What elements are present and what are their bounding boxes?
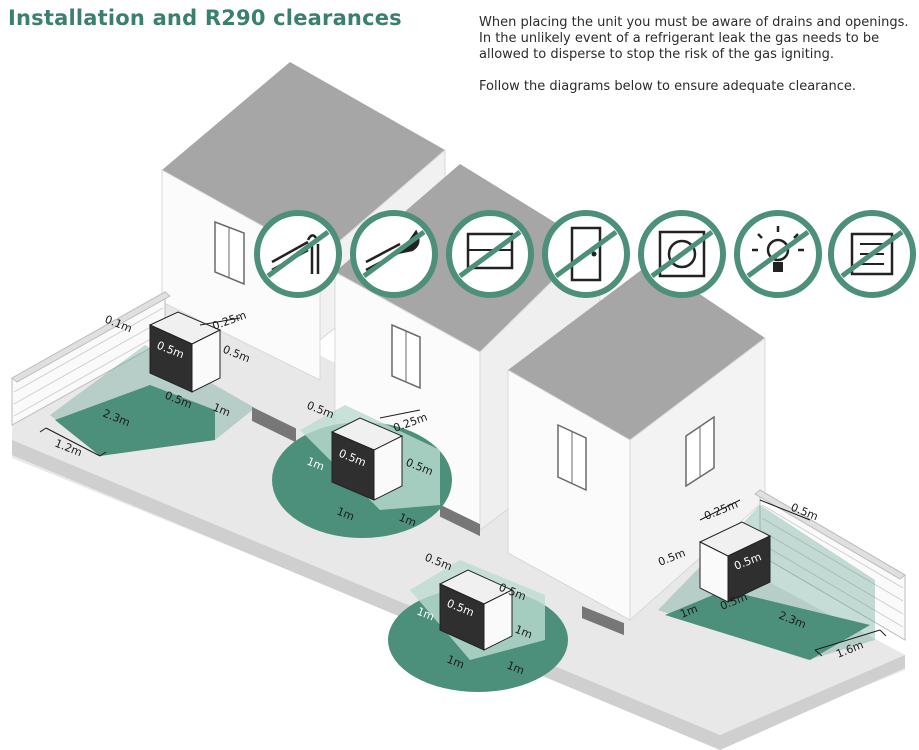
house-front (507, 262, 766, 622)
dimension-label: 1m (211, 401, 232, 420)
intro-paragraph-leak: In the unlikely event of a refrigerant l… (479, 31, 880, 62)
no-door-icon (542, 210, 630, 298)
dimension-label: 1m (305, 455, 326, 474)
dimension-label: 1m (335, 505, 356, 524)
no-air-brick-icon (828, 210, 916, 298)
intro-text: When placing the unit you must be aware … (479, 15, 911, 95)
no-window-icon (446, 210, 534, 298)
dimension-label: 1m (445, 653, 466, 672)
clearance-zone-left (50, 345, 255, 456)
no-fire-icon (350, 210, 438, 298)
dimension-label: 1m (505, 659, 526, 678)
dimension-lines (39, 317, 887, 657)
dimension-label: 1m (513, 623, 534, 642)
page-title: Installation and R290 clearances (8, 6, 402, 30)
dimension-label: 1m (678, 602, 699, 621)
intro-paragraph-follow: Follow the diagrams below to ensure adeq… (479, 79, 856, 94)
no-gas-flue-icon (254, 210, 342, 298)
heat-pump-unit-right (698, 521, 772, 603)
house-back (161, 62, 446, 381)
drain-grate-3 (582, 606, 624, 636)
prohibition-icons (254, 210, 916, 298)
drain-grate-1 (252, 406, 296, 443)
dimension-label: 1m (415, 605, 436, 624)
heat-pump-unit-freestanding (438, 569, 514, 651)
heat-pump-unit-left (148, 311, 222, 393)
no-light-icon (734, 210, 822, 298)
heat-pump-unit-middle (330, 417, 404, 501)
no-vent-icon (638, 210, 726, 298)
intro-paragraph-drains: When placing the unit you must be aware … (479, 15, 909, 30)
drain-grate-2 (440, 504, 480, 537)
dimension-label: 1m (397, 511, 418, 530)
